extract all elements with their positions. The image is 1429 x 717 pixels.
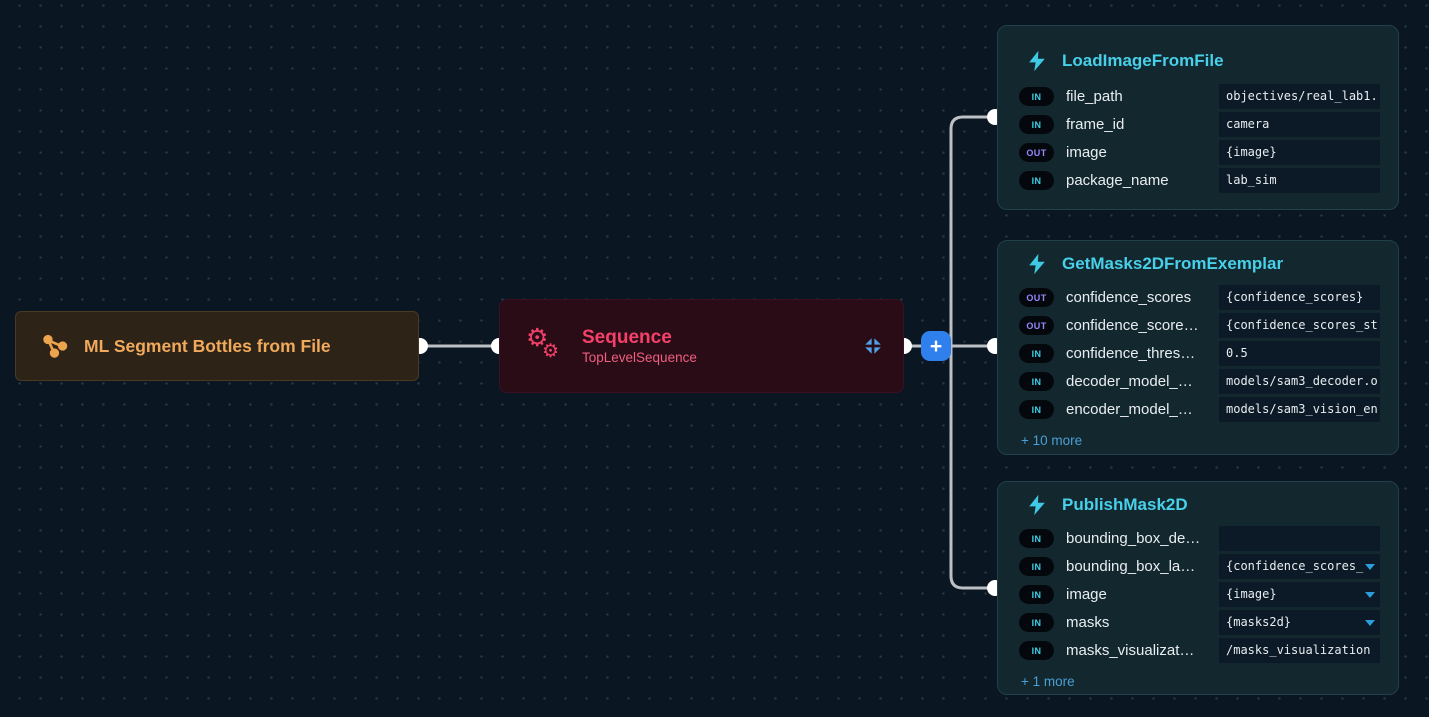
param-row: IN confidence_thres… 0.5 — [1018, 341, 1380, 366]
param-label: bounding_box_de… — [1066, 530, 1201, 547]
param-label: package_name — [1066, 172, 1169, 189]
collapse-button[interactable] — [861, 334, 885, 358]
node-title: PublishMask2D — [1062, 495, 1188, 514]
param-row: OUT confidence_score… {confidence_scores… — [1018, 313, 1380, 338]
node-title: Sequence — [582, 326, 672, 348]
direction-badge: IN — [1019, 115, 1054, 134]
param-label: bounding_box_la… — [1066, 558, 1196, 575]
param-value-field[interactable]: objectives/real_lab1. — [1219, 84, 1380, 109]
param-label: file_path — [1066, 88, 1123, 105]
graph-icon — [43, 334, 68, 358]
direction-badge: OUT — [1019, 288, 1054, 307]
node-title: ML Segment Bottles from File — [84, 335, 331, 356]
param-label: masks_visualizat… — [1066, 642, 1195, 659]
lightning-icon — [1029, 494, 1045, 516]
param-value-field[interactable]: {confidence_scores_st — [1219, 313, 1380, 338]
chevron-down-icon — [1365, 564, 1375, 570]
param-row: IN masks {masks2d} — [1018, 610, 1380, 635]
node-subtitle: TopLevelSequence — [582, 349, 697, 365]
param-value-field[interactable]: {confidence_scores} — [1219, 285, 1380, 310]
param-value-field[interactable]: models/sam3_decoder.o — [1219, 369, 1380, 394]
chevron-down-icon — [1365, 592, 1375, 598]
param-value-field[interactable]: /masks_visualization — [1219, 638, 1380, 663]
param-label: confidence_thres… — [1066, 345, 1196, 362]
param-row: IN decoder_model_… models/sam3_decoder.o — [1018, 369, 1380, 394]
show-more-link[interactable]: + 10 more — [1021, 433, 1083, 448]
direction-badge: OUT — [1019, 143, 1054, 162]
direction-badge: IN — [1019, 557, 1054, 576]
param-row: OUT confidence_scores {confidence_scores… — [1018, 285, 1380, 310]
direction-badge: IN — [1019, 87, 1054, 106]
param-value-field[interactable]: models/sam3_vision_en — [1219, 397, 1380, 422]
chevron-down-icon — [1365, 620, 1375, 626]
add-node-button[interactable]: + — [921, 331, 951, 361]
direction-badge: IN — [1019, 613, 1054, 632]
node-ml-segment[interactable]: ML Segment Bottles from File — [15, 311, 419, 381]
node-sequence[interactable]: ⚙ ⚙ Sequence TopLevelSequence — [499, 299, 904, 393]
collapse-icon — [865, 338, 881, 354]
param-value-field[interactable]: camera — [1219, 112, 1380, 137]
direction-badge: OUT — [1019, 316, 1054, 335]
param-row: IN bounding_box_la… {confidence_scores_ — [1018, 554, 1380, 579]
show-more-link[interactable]: + 1 more — [1021, 674, 1075, 689]
param-value-field[interactable]: 0.5 — [1219, 341, 1380, 366]
sequence-text: Sequence TopLevelSequence — [582, 326, 697, 367]
edge-trunk-children — [949, 115, 990, 590]
param-label: image — [1066, 144, 1107, 161]
param-row: IN image {image} — [1018, 582, 1380, 607]
param-label: encoder_model_… — [1066, 401, 1193, 418]
param-value-text: {confidence_scores_ — [1226, 559, 1364, 573]
param-value-text: {image} — [1226, 587, 1277, 601]
param-label: frame_id — [1066, 116, 1125, 133]
param-value-text: {masks2d} — [1226, 615, 1292, 629]
node-header: GetMasks2DFromExemplar — [1026, 253, 1380, 275]
direction-badge: IN — [1019, 344, 1054, 363]
param-label: image — [1066, 586, 1107, 603]
node-title: LoadImageFromFile — [1062, 51, 1224, 70]
node-header: PublishMask2D — [1026, 494, 1380, 516]
param-value-dropdown[interactable]: {confidence_scores_ — [1219, 554, 1380, 579]
param-value-field[interactable]: lab_sim — [1219, 168, 1380, 193]
param-label: masks — [1066, 614, 1110, 631]
param-label: confidence_scores — [1066, 289, 1192, 306]
direction-badge: IN — [1019, 585, 1054, 604]
param-row: IN encoder_model_… models/sam3_vision_en — [1018, 397, 1380, 422]
param-row: IN package_name lab_sim — [1018, 168, 1380, 193]
node-get-masks2d-from-exemplar[interactable]: GetMasks2DFromExemplar OUT confidence_sc… — [997, 240, 1399, 455]
direction-badge: IN — [1019, 372, 1054, 391]
param-label: decoder_model_… — [1066, 373, 1193, 390]
node-load-image-from-file[interactable]: LoadImageFromFile IN file_path objective… — [997, 25, 1399, 210]
node-header: LoadImageFromFile — [1026, 48, 1380, 74]
direction-badge: IN — [1019, 529, 1054, 548]
lightning-icon — [1029, 253, 1045, 275]
param-value-dropdown[interactable]: {image} — [1219, 582, 1380, 607]
param-row: IN bounding_box_de… — [1018, 526, 1380, 551]
param-row: IN frame_id camera — [1018, 112, 1380, 137]
param-row: OUT image {image} — [1018, 140, 1380, 165]
lightning-icon — [1029, 50, 1045, 72]
node-publish-mask2d[interactable]: PublishMask2D IN bounding_box_de… IN bou… — [997, 481, 1399, 695]
direction-badge: IN — [1019, 171, 1054, 190]
direction-badge: IN — [1019, 400, 1054, 419]
node-title: GetMasks2DFromExemplar — [1062, 254, 1284, 273]
param-value-field[interactable] — [1219, 526, 1380, 551]
param-label: confidence_score… — [1066, 317, 1199, 334]
param-row: IN file_path objectives/real_lab1. — [1018, 84, 1380, 109]
direction-badge: IN — [1019, 641, 1054, 660]
plus-icon: + — [929, 334, 943, 358]
param-row: IN masks_visualizat… /masks_visualizatio… — [1018, 638, 1380, 663]
param-value-field[interactable]: {image} — [1219, 140, 1380, 165]
gears-icon: ⚙ ⚙ — [526, 324, 560, 362]
param-value-dropdown[interactable]: {masks2d} — [1219, 610, 1380, 635]
